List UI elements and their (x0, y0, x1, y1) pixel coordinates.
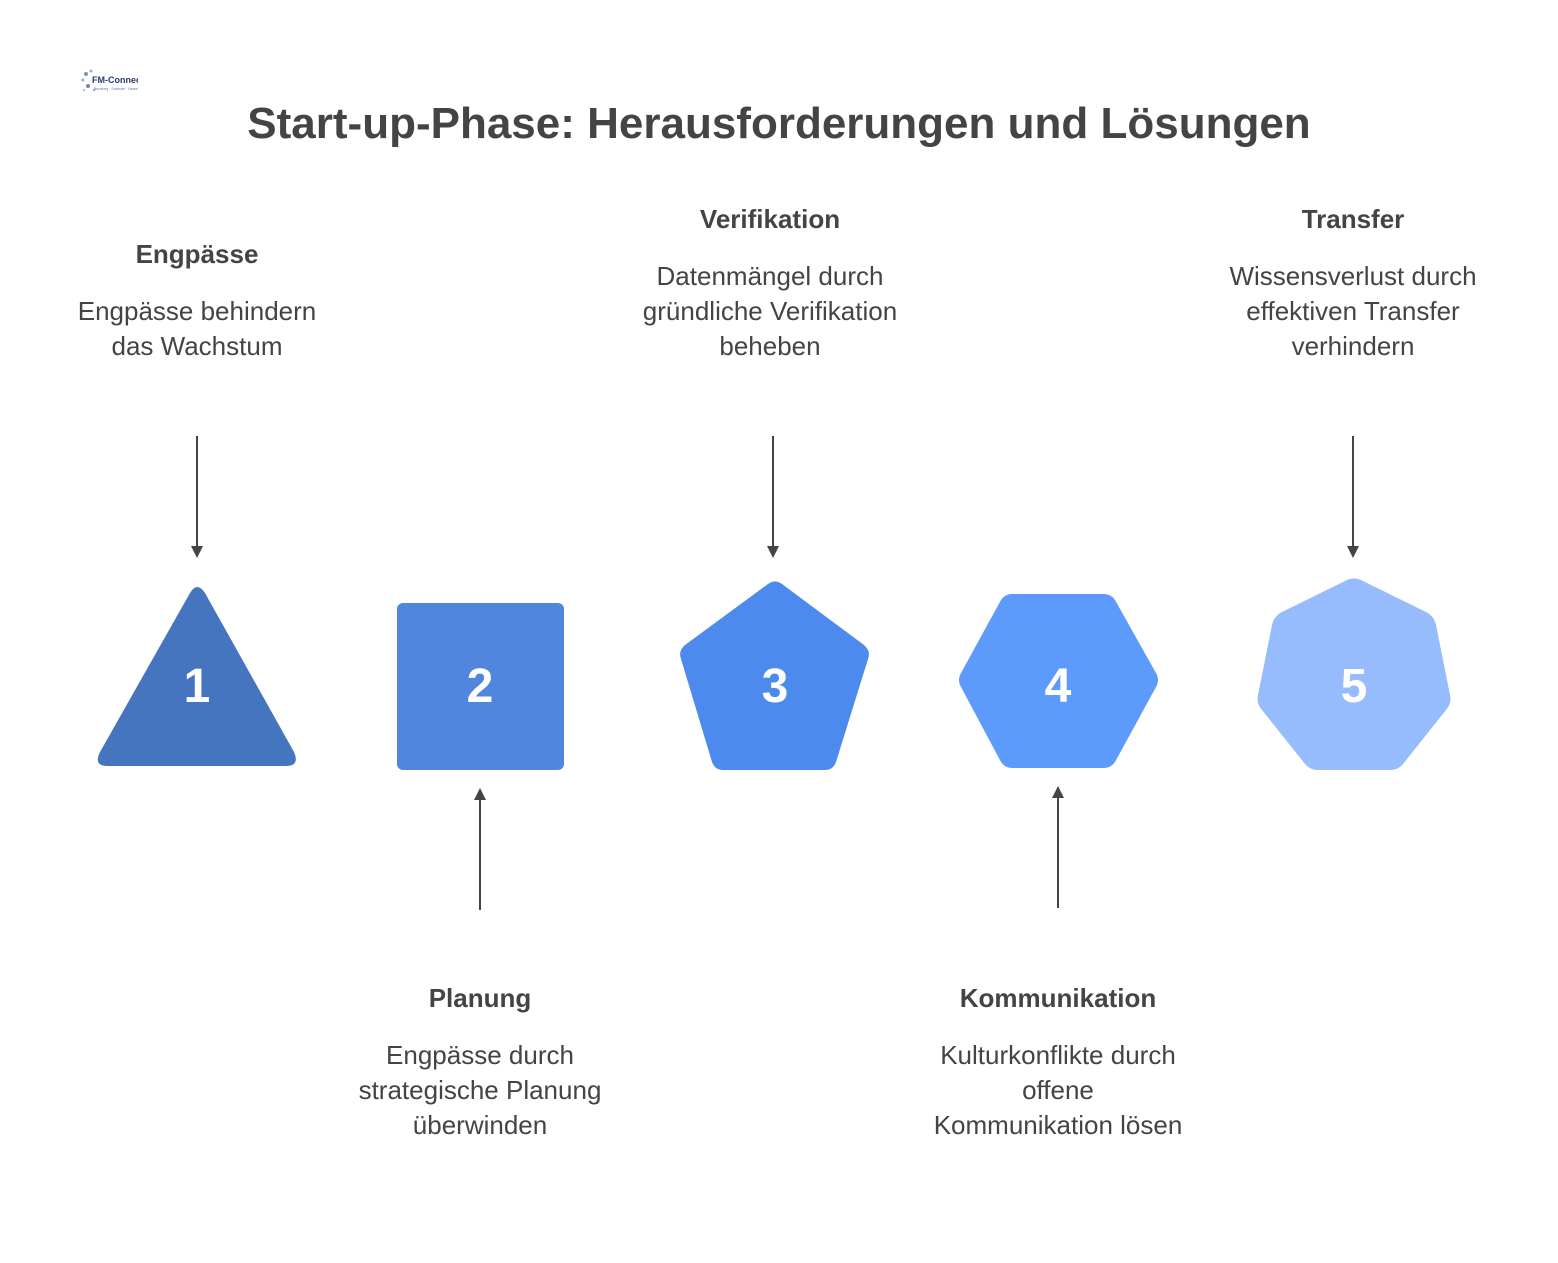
step-5-shape: 5 (1257, 578, 1451, 770)
step-5-label: Transfer Wissensverlust durch effektiven… (1193, 201, 1513, 364)
pentagon-shape (680, 581, 869, 770)
step-4-description: Kulturkonflikte durch offene Kommunikati… (933, 1040, 1183, 1140)
step-4-heading: Kommunikation (959, 983, 1157, 1013)
step-1-label: Engpässe Engpässe behindern das Wachstum (37, 236, 357, 364)
step-2-heading: Planung (428, 983, 532, 1013)
step-3-shape: 3 (680, 581, 869, 770)
step-3-number: 3 (762, 660, 789, 713)
step-5-heading: Transfer (1301, 204, 1405, 234)
step-5-description: Wissensverlust durch effektiven Transfer… (1229, 261, 1477, 361)
step-3-description: Datenmängel durch gründliche Verifikatio… (642, 261, 898, 361)
step-3-label: Verifikation Datenmängel durch gründlich… (610, 201, 930, 364)
hexagon-shape (959, 594, 1158, 768)
step-2-number: 2 (467, 660, 494, 713)
square-shape (397, 603, 564, 770)
step-2-shape: 2 (397, 603, 564, 770)
step-5-number: 5 (1341, 660, 1368, 713)
step-1-number: 1 (184, 660, 211, 713)
step-2-label: Planung Engpässe durch strategische Plan… (320, 980, 640, 1143)
heptagon-shape (1257, 578, 1451, 770)
step-1-heading: Engpässe (135, 239, 259, 269)
svg-text:Beratung · Software · Netzwerk: Beratung · Software · Netzwerk (94, 87, 138, 91)
step-1-description: Engpässe behindern das Wachstum (77, 296, 317, 361)
page-title: Start-up-Phase: Herausforderungen und Lö… (247, 99, 1311, 148)
step-4-label: Kommunikation Kulturkonflikte durch offe… (898, 980, 1218, 1143)
svg-text:FM-Connect.com: FM-Connect.com (92, 75, 138, 85)
step-2-description: Engpässe durch strategische Planung über… (358, 1040, 602, 1140)
step-4-shape: 4 (959, 594, 1158, 768)
step-4-number: 4 (1045, 660, 1072, 713)
triangle-shape (97, 587, 296, 766)
fm-connect-logo: FM-Connect.com Beratung · Software · Net… (81, 69, 138, 92)
step-1-shape: 1 (97, 587, 296, 766)
step-3-heading: Verifikation (699, 204, 841, 234)
